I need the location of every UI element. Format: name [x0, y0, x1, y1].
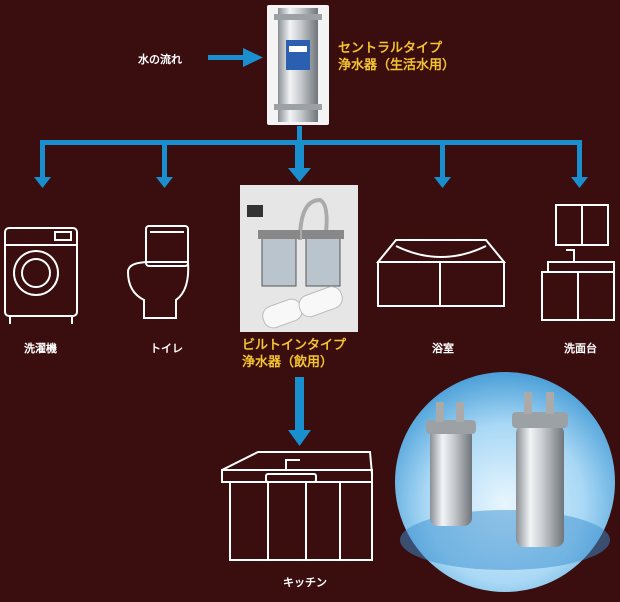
label-toilet: トイレ — [150, 342, 183, 355]
builtin-filter-label: ビルトインタイプ 浄水器（飲用） — [242, 337, 346, 371]
distribution-pipes — [34, 126, 588, 446]
central-filter-label-line2: 浄水器（生活水用） — [338, 58, 456, 73]
central-filter-label: セントラルタイプ 浄水器（生活水用） — [338, 40, 455, 74]
flow-label: 水の流れ — [138, 53, 182, 66]
flow-arrow — [208, 48, 263, 67]
builtin-filter-label-line2: 浄水器（飲用） — [242, 355, 334, 370]
builtin-filter-photo — [240, 185, 358, 332]
label-washbasin: 洗面台 — [564, 342, 597, 355]
label-bathroom: 浴室 — [432, 342, 454, 355]
filter-canisters-photo — [395, 372, 615, 592]
toilet-icon — [126, 225, 190, 319]
washing-machine-icon — [4, 227, 78, 324]
kitchen-sink-icon — [221, 451, 373, 561]
builtin-filter-label-line1: ビルトインタイプ — [242, 338, 347, 353]
bathtub-icon — [375, 239, 507, 307]
label-kitchen: キッチン — [283, 576, 327, 589]
central-filter-label-line1: セントラルタイプ — [338, 41, 443, 56]
washbasin-icon — [541, 204, 615, 321]
label-washing-machine: 洗濯機 — [24, 342, 57, 355]
central-filter-icon — [267, 5, 329, 125]
